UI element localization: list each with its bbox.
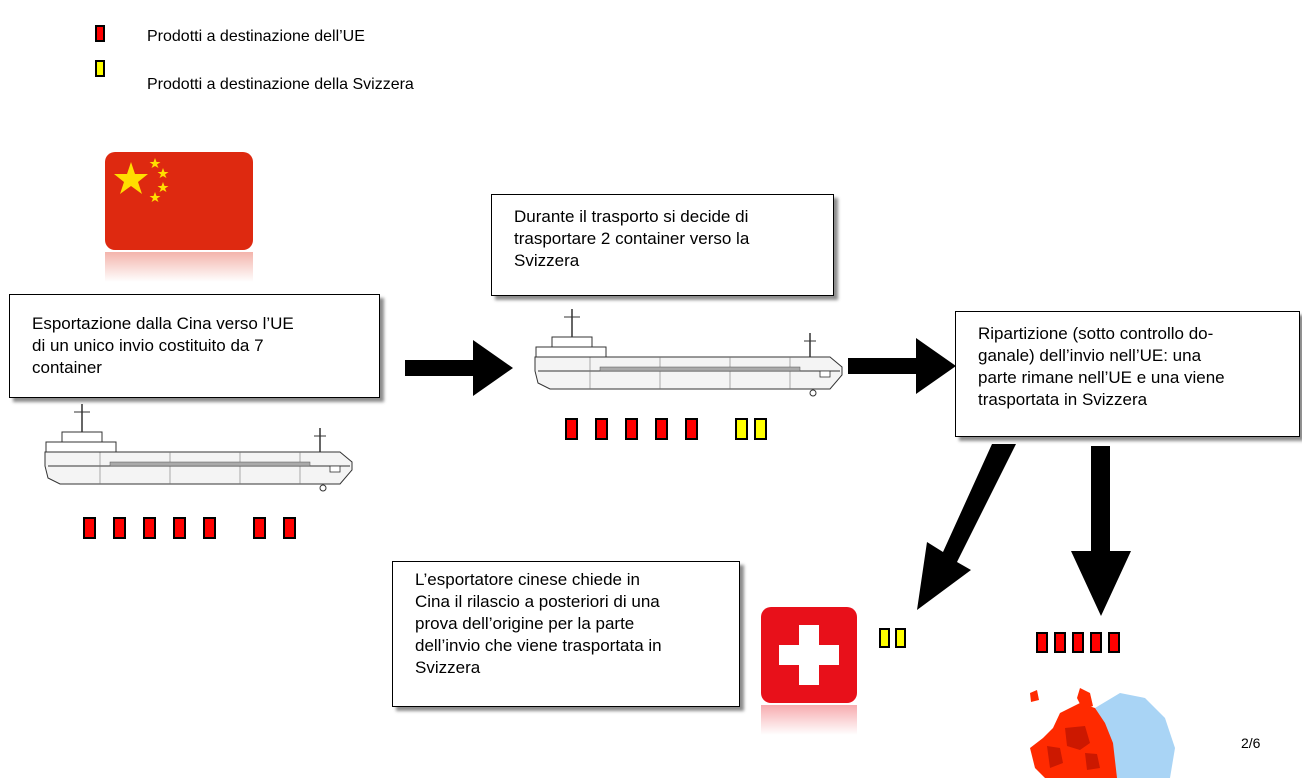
text-line: trasportata in Svizzera [978,390,1148,409]
text-line: prova dell’origine per la parte [415,614,635,633]
page-number: 2/6 [1241,735,1261,751]
text-box-transport: Durante il trasporto si decide di traspo… [491,194,834,296]
container-eu [143,517,156,539]
text-line: L’esportatore cinese chiede in [415,570,640,589]
container-eu [83,517,96,539]
text-line: dell’invio che viene trasportata in [415,636,662,655]
container-eu [685,418,698,440]
text-box-export: Esportazione dalla Cina verso l’UE di un… [9,294,380,398]
container-switzerland [754,418,767,440]
container-eu [625,418,638,440]
container-group-ship1 [83,517,296,539]
arrow-icon [405,340,513,396]
text-line: container [32,358,102,377]
container-eu [1036,632,1048,653]
container-eu [203,517,216,539]
text-line: Cina il rilascio a posteriori di una [415,592,660,611]
text-line: parte rimane nell’UE e una viene [978,368,1225,387]
legend-label-switzerland: Prodotti a destinazione della Svizzera [147,76,414,93]
container-eu [253,517,266,539]
container-eu [1090,632,1102,653]
text-line: di un unico invio costituito da 7 [32,336,264,355]
container-switzerland [879,628,890,648]
container-eu [283,517,296,539]
arrow-icon [848,338,956,394]
container-group-switzerland [879,628,906,648]
container-eu [1054,632,1066,653]
legend-label-eu: Prodotti a destinazione dell’UE [147,28,365,45]
text-line: Durante il trasporto si decide di [514,207,749,226]
legend-swatch-switzerland [95,60,105,77]
container-switzerland [895,628,906,648]
text-line: Svizzera [415,658,481,677]
container-eu [655,418,668,440]
china-flag-icon [105,152,253,282]
container-group-eu [1036,632,1120,653]
container-eu [1108,632,1120,653]
container-group-ship2 [565,418,767,440]
container-eu [113,517,126,539]
text-box-split: Ripartizione (sotto controllo do- ganale… [955,311,1300,437]
arrow-icon [917,444,1016,610]
container-eu [1072,632,1084,653]
text-line: Ripartizione (sotto controllo do- [978,324,1214,343]
text-line: Svizzera [514,251,580,270]
container-switzerland [735,418,748,440]
text-line: Esportazione dalla Cina verso l’UE [32,314,294,333]
swiss-flag-icon [761,607,857,735]
container-eu [595,418,608,440]
cargo-ship-icon [534,309,843,397]
container-eu [173,517,186,539]
legend-swatch-eu [95,25,105,42]
arrow-icon [1071,446,1131,616]
text-box-exporter: L’esportatore cinese chiede in Cina il r… [392,561,740,707]
text-line: ganale) dell’invio nell’UE: una [978,346,1202,365]
container-eu [565,418,578,440]
cargo-ship-icon [44,404,353,492]
text-line: trasportare 2 container verso la [514,229,750,248]
europe-map-icon [1030,688,1175,778]
